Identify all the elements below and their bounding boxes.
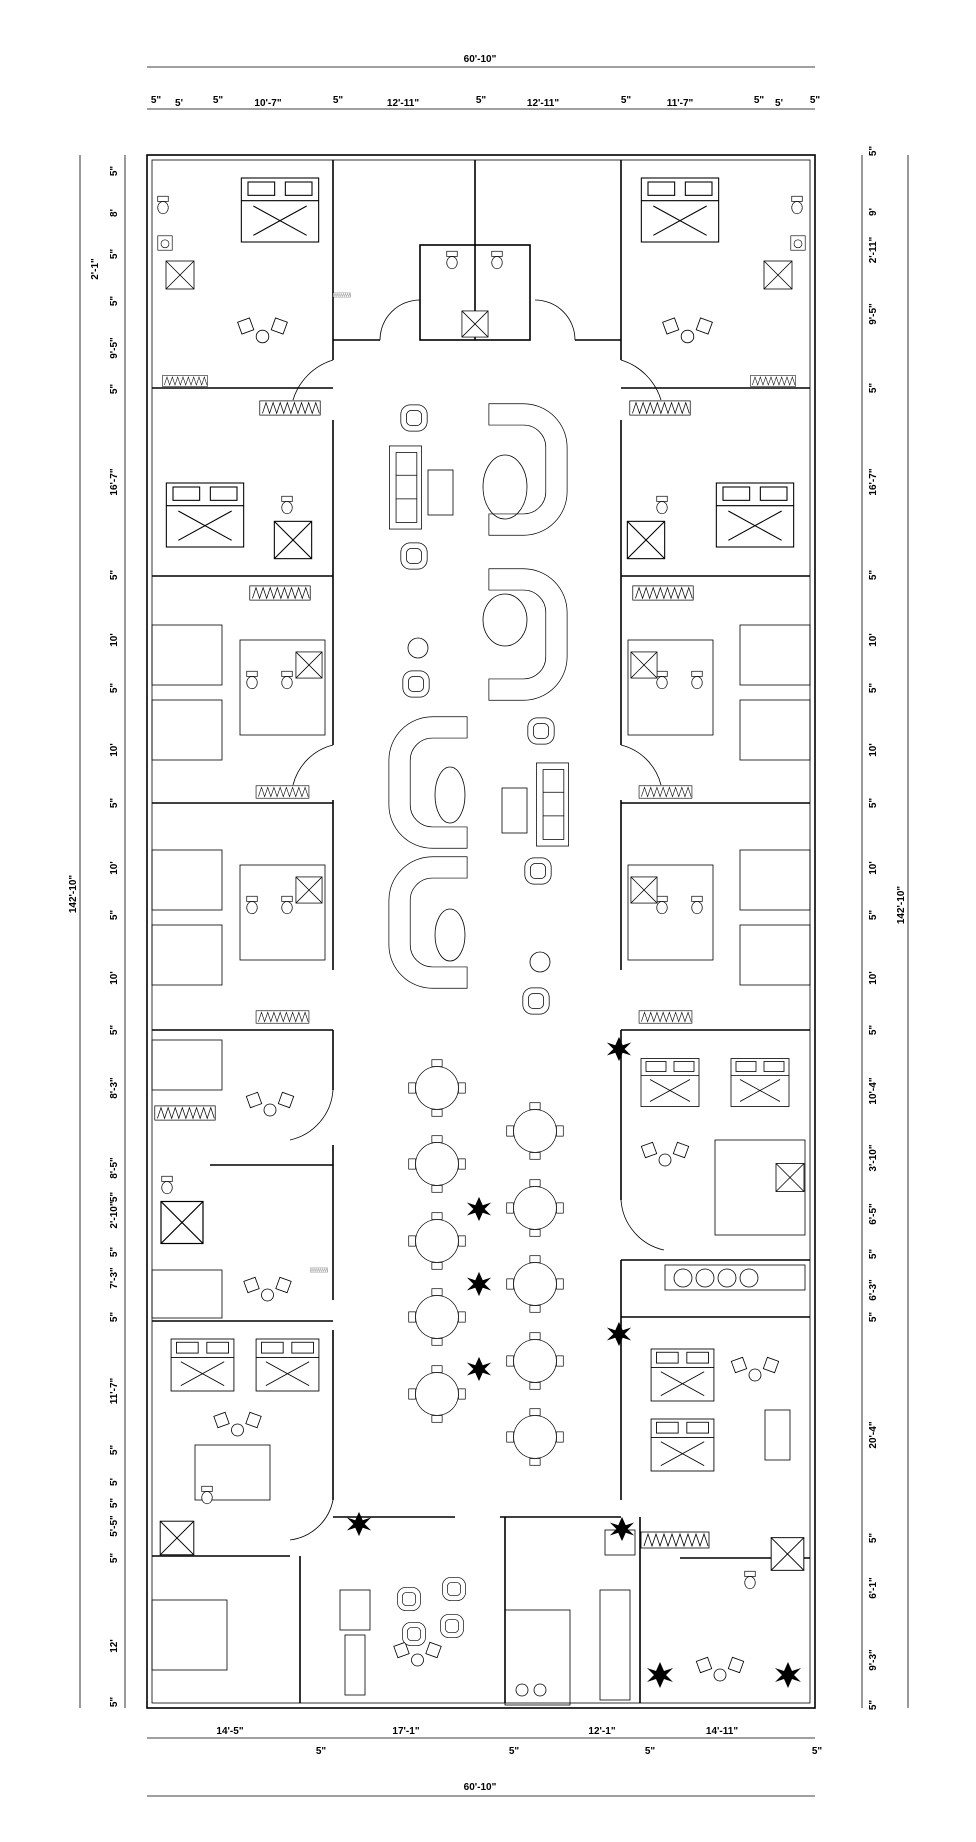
dim-left-segment: 5" [109,1247,120,1258]
dim-right-segment: 9'-5" [868,303,879,325]
dim-top-segment: 12'-11" [387,98,419,109]
dimension-lines [79,66,909,1797]
dim-left-segment: 5" [109,296,120,307]
dim-top-segment: 5" [333,95,344,106]
dim-left-segment: 5" [109,1445,120,1456]
dim-top-segment: 5' [175,98,183,109]
dim-right-segment: 5" [868,383,879,394]
dim-left-segment: 2'-10" [109,1201,120,1228]
dim-left-segment: 5" [109,1312,120,1323]
dim-top-segment: 5" [476,95,487,106]
dim-right-segment: 10'-4" [868,1077,879,1104]
dim-left-segment: 8' [109,209,120,217]
dining-tables [397,1059,564,1646]
dim-left-segment: 5" [109,1697,120,1708]
dim-right-segment: 5" [868,798,879,809]
dim-left-segment: 10' [109,633,120,647]
dim-bottom-segment: 12'-1" [588,1726,615,1737]
dim-top-overall: 60'-10" [464,54,497,65]
dim-right-segment: 3'-10" [868,1144,879,1171]
dim-left-segment: 5" [109,384,120,395]
dim-left-segment: 5" [109,683,120,694]
dim-left-segment: 5" [109,570,120,581]
dim-right-segment: 9' [868,208,879,216]
dim-left-segment: 10' [109,971,120,985]
dim-left-segment: 5' [109,1478,120,1486]
dim-left-segment: 9'-5" [109,337,120,359]
dim-right-segment: 5" [868,1249,879,1260]
dim-left-segment: 8'-5" [109,1157,120,1179]
dim-right-segment: 2'-11" [868,236,879,263]
dim-bottom-segment: 5" [509,1746,520,1757]
dim-left-segment: 16'-7" [109,468,120,495]
dim-right-segment: 5" [868,683,879,694]
interior-walls [152,160,810,1703]
dim-right-segment: 10' [868,971,879,985]
dim-right-segment: 5" [868,1700,879,1711]
dim-right-segment: 5" [868,570,879,581]
dim-top-segment: 5' [775,98,783,109]
lounge-furniture [388,403,569,1015]
dim-right-segment: 10' [868,861,879,875]
dim-left-segment: 5" [109,798,120,809]
dim-left-segment: 5" [109,249,120,260]
dim-top-segment: 5" [621,95,632,106]
dim-right-segment: 5" [868,1025,879,1036]
dim-left-overall: 142'-10" [68,875,79,914]
dim-left-segment: 2'-1" [90,258,101,280]
dim-right-segment: 5" [868,910,879,921]
dim-right-segment: 6'-3" [868,1279,879,1301]
dim-left-segment: 10' [109,861,120,875]
dim-left-segment: 5" [109,1025,120,1036]
dim-bottom-segment: 17'-1" [392,1726,419,1737]
dim-top-segment: 12'-11" [527,98,559,109]
dim-bottom-segment: 14'-5" [216,1726,243,1737]
dim-left-segment: 5" [109,1553,120,1564]
dim-bottom-segment: 14'-11" [706,1726,738,1737]
dim-bottom-segment: 5" [812,1746,823,1757]
dim-left-segment: 5" [109,1192,120,1203]
dim-right-segment: 10' [868,633,879,647]
dim-right-segment: 5" [868,146,879,157]
dim-right-overall: 142'-10" [896,886,907,925]
dim-top-segment: 5" [151,95,162,106]
dim-left-segment: 5" [109,166,120,177]
dim-left-segment: 5'-5" [109,1515,120,1537]
dim-right-segment: 10' [868,743,879,757]
dim-right-segment: 9'-3" [868,1649,879,1671]
dim-top-segment: 10'-7" [254,98,281,109]
dim-left-segment: 10' [109,743,120,757]
dim-right-segment: 6'-5" [868,1203,879,1225]
dimension-labels: 60'-10" 5" 5' 5" 10'-7" 5" 12'-11" 5" 12'-11" 5" 1… [68,54,907,1793]
dim-right-segment: 16'-7" [868,468,879,495]
dim-top-segment: 5" [213,95,224,106]
dim-right-segment: 20'-4" [868,1421,879,1448]
dim-right-segment: 5" [868,1312,879,1323]
dim-bottom-overall: 60'-10" [464,1782,497,1793]
furniture [152,177,810,1706]
dim-top-segment: 5" [754,95,765,106]
dim-left-segment: 12' [109,1639,120,1653]
dim-left-segment: 7'-3" [109,1267,120,1289]
dim-left-segment: 8'-3" [109,1077,120,1099]
dim-left-segment: 11'-7" [109,1377,120,1404]
dim-bottom-segment: 5" [645,1746,656,1757]
dim-bottom-segment: 5" [316,1746,327,1757]
dim-top-segment: 11'-7" [667,98,694,109]
dim-top-segment: 5" [810,95,821,106]
dim-right-segment: 5" [868,1533,879,1544]
dim-left-segment: 5" [109,910,120,921]
dim-right-segment: 6'-1" [868,1577,879,1599]
dim-left-segment: 5" [109,1498,120,1509]
